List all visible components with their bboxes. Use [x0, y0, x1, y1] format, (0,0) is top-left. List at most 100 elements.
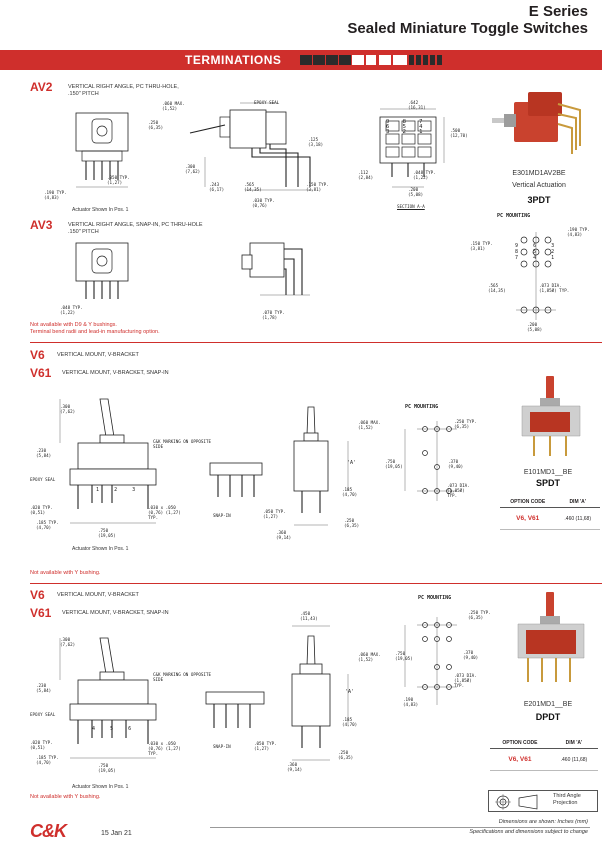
v6b-dim-185: .185 TYP.(4,70) [36, 755, 59, 765]
v6b-dim-050: .050 TYP.(1,27) [254, 741, 277, 751]
v6a-dim-750: .750(19,05) [98, 528, 116, 538]
v6b-drawing [59, 625, 349, 761]
projection-label: Third Angle Projection [553, 793, 581, 806]
av2-dim-500: .500(12,70) [450, 128, 468, 138]
v6a-code: V6 [30, 348, 45, 362]
v6b-dim-020: .020 TYP.(0,51) [30, 740, 53, 750]
av2-product-type: Vertical Actuation [512, 182, 566, 189]
divider-2 [30, 583, 602, 584]
av2-dim-250: .250(6,35) [148, 120, 164, 130]
dim-a-header: DIM 'A' [549, 738, 598, 749]
v6a-mark: C&K MARKING ON OPPOSITE SIDE [153, 439, 211, 449]
v61a-desc: VERTICAL MOUNT, V-BRACKET, SNAP-IN [62, 370, 169, 376]
v6b-option-table: OPTION CODE DIM 'A' V6, V61 .460 (11,68) [490, 738, 598, 771]
third-angle-projection-icon [495, 794, 538, 810]
v6b-dim-185b: .185(4,70) [342, 717, 358, 727]
av3-pcb-title: PC MOUNTING [497, 213, 531, 219]
v6a-pcb-dim-073: .073 DIA.(1,85Ø)TYP. [447, 483, 470, 498]
v6b-pcb-dim-073: .073 DIA.(1,85Ø)TYP. [454, 673, 477, 688]
option-code-value: V6, V61 [490, 748, 550, 771]
v6b-pcb-dim-750: .750(19,05) [395, 651, 413, 661]
v6a-note: Not available with Y bushing. [30, 570, 101, 576]
page-subtitle: Sealed Miniature Toggle Switches [347, 20, 588, 37]
av2-dim-565: .565(14,35) [244, 182, 262, 192]
v6b-dim-450: .450(11,43) [300, 611, 318, 621]
dim-a-header: DIM 'A' [555, 497, 600, 508]
v6b-product-photo [517, 592, 585, 682]
av2-section-label: SECTION A-A [397, 204, 425, 209]
v6b-pcb-drawing [404, 617, 457, 705]
av2-dim-300: .300(7,62) [185, 164, 201, 174]
ck-logo: C&K [30, 821, 67, 841]
av2-actuator-note: Actuator Shown In Pos. 1 [72, 207, 129, 213]
v6a-dim-185b: .185(4,70) [342, 487, 358, 497]
av3-pcb-dim-565: .565(14,35) [488, 283, 506, 293]
v6a-dim-230: .230(5,84) [36, 448, 52, 458]
v6b-dim-300: .300(7,62) [60, 637, 76, 647]
v6a-option-table: OPTION CODE DIM 'A' V6, V61 .460 (11,68) [500, 497, 600, 530]
v6b-actuator-note: Actuator Shown In Pos. 1 [72, 784, 129, 790]
v6a-actuator-note: Actuator Shown In Pos. 1 [72, 546, 129, 552]
divider-1 [30, 342, 602, 343]
v6b-desc: VERTICAL MOUNT, V-BRACKET [57, 592, 139, 598]
v6b-epoxy: EPOXY SEAL [30, 712, 56, 717]
av2-dim-125: .125(3,18) [308, 137, 324, 147]
av3-pcb-pins: 9 6 3 8 5 2 7 4 1 [515, 243, 555, 261]
v6b-snap-label: SNAP-IN [213, 744, 231, 749]
av2-drawing [75, 102, 445, 191]
av3-dim-048: .048 TYP.(1,22) [60, 305, 83, 315]
v6b-pcb-dim-250: .250 TYP.(6,35) [468, 610, 491, 620]
v6b-pole: DPDT [535, 712, 561, 722]
av2-dim-243: .243(6,17) [209, 182, 225, 192]
v6b-pcb-dim-370: .370(9,40) [463, 650, 479, 660]
footer-spec-note: Specifications and dimensions subject to… [469, 829, 588, 835]
v6b-part-number: E201MD1__BE [523, 701, 573, 708]
v6a-pcb-dim-370: .370(9,40) [448, 459, 464, 469]
av2-dim-050: .050 TYP.(1,27) [107, 175, 130, 185]
v6b-dim-a: 'A' [345, 689, 355, 695]
projection-box: Third Angle Projection [488, 790, 598, 812]
av2-dim-200: .200(5,08) [408, 187, 424, 197]
av2-dim-060: .060 MAX.(1,52) [162, 101, 185, 111]
av2-desc: VERTICAL RIGHT ANGLE, PC THRU-HOLE, .150… [68, 84, 179, 97]
v6a-dim-300: .300(7,62) [60, 404, 76, 414]
v6a-pcb-dim-750: .750(19,05) [385, 459, 403, 469]
v6b-pins: 4 5 6 [92, 726, 132, 732]
av3-pcb-dim-150: .150 TYP.(3,81) [470, 241, 493, 251]
av3-pcb-dim-200: .200(5,08) [527, 322, 543, 332]
series-title: E Series [528, 3, 588, 20]
v6a-dim-250: .250(6,35) [344, 518, 360, 528]
v6b-dim-060: .060 MAX.(1,52) [358, 652, 381, 662]
v61b-code: V61 [30, 606, 52, 620]
av2-dim-150: .150 TYP.(3,81) [306, 182, 329, 192]
v6b-pcb-dim-190: .190(4,83) [403, 697, 419, 707]
option-code-value: V6, V61 [500, 507, 556, 530]
v6a-pcb-title: PC MOUNTING [405, 404, 439, 410]
dim-a-value: .460 (11,68) [549, 748, 598, 771]
v6b-dim-750: .750(19,05) [98, 763, 116, 773]
v61a-code: V61 [30, 366, 52, 380]
v6a-dim-030: .030 x .050(0,76) (1,27)TYP. [148, 505, 181, 520]
v6a-epoxy: EPOXY SEAL [30, 477, 56, 482]
v6b-note: Not available with Y bushing. [30, 794, 101, 800]
av2-dim-030: .030 TYP.(0,76) [252, 198, 275, 208]
av2-dim-112: .112(2,84) [358, 170, 374, 180]
footer-rule [210, 827, 590, 828]
banner-title: TERMINATIONS [185, 53, 282, 67]
av3-code: AV3 [30, 218, 53, 232]
v6b-dim-250: .250(6,35) [338, 750, 354, 760]
footer-date: 15 Jan 21 [101, 830, 132, 837]
v6a-pins: 1 2 3 [96, 487, 136, 493]
v6a-pcb-drawing [404, 421, 457, 501]
av2-product-photo [492, 92, 581, 154]
av2-epoxy-label: EPOXY SEAL [254, 100, 280, 105]
av3-note: Not available with D9 & Y bushings. Term… [30, 322, 160, 335]
option-code-header: OPTION CODE [490, 738, 550, 749]
v6a-snap-label: SNAP-IN [213, 513, 231, 518]
v6b-pcb-title: PC MOUNTING [418, 595, 452, 601]
av2-pole: 3PDT [527, 195, 551, 205]
av3-pcb-dim-190: .190 TYP.(4,83) [567, 227, 590, 237]
v6a-pole: SPDT [535, 478, 560, 488]
v6b-mark: C&K MARKING ON OPPOSITE SIDE [153, 672, 211, 682]
av2-code: AV2 [30, 80, 53, 94]
